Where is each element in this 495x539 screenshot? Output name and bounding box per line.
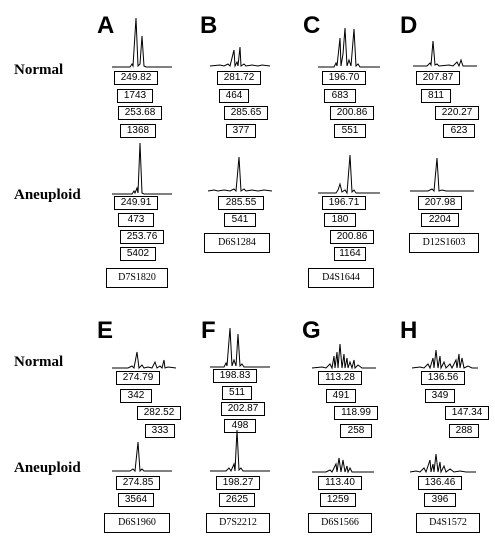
c-normal-height-1: 683 <box>324 89 356 103</box>
a-normal-size-2: 253.68 <box>118 106 162 120</box>
b-aneuploid-height-1: 541 <box>224 213 256 227</box>
h-normal-height-2: 288 <box>449 424 479 438</box>
trace-d-normal <box>413 40 477 68</box>
e-aneuploid-height-1: 3564 <box>118 493 154 507</box>
trace-b-normal <box>209 46 271 68</box>
panel-letter-d: D <box>400 12 418 39</box>
c-normal-size-2: 200.86 <box>330 106 374 120</box>
d-aneuploid-height-1: 2204 <box>421 213 459 227</box>
d-normal-size-2: 220.27 <box>435 106 479 120</box>
trace-e-aneuploid <box>112 441 172 473</box>
marker-label-b: D6S1284 <box>204 233 270 253</box>
a-aneuploid-size-2: 253.76 <box>120 230 164 244</box>
trace-g-normal <box>311 343 376 370</box>
trace-g-aneuploid <box>312 457 374 474</box>
marker-label-d: D12S1603 <box>409 233 479 253</box>
c-normal-size-1: 196.70 <box>322 71 366 85</box>
marker-label-h: D4S1572 <box>416 513 480 533</box>
trace-b-aneuploid <box>207 156 273 193</box>
panel-letter-g: G <box>302 317 321 344</box>
panel-letter-f: F <box>201 317 216 344</box>
e-normal-size-1: 274.79 <box>116 371 160 385</box>
marker-label-a: D7S1820 <box>106 268 168 288</box>
b-normal-height-2: 377 <box>226 124 256 138</box>
h-normal-height-1: 349 <box>425 389 455 403</box>
h-normal-size-1: 136.56 <box>421 371 465 385</box>
g-normal-size-2: 118.99 <box>334 406 378 420</box>
trace-d-aneuploid <box>410 157 474 193</box>
panel-letter-b: B <box>200 12 218 39</box>
trace-f-normal <box>210 327 270 368</box>
a-aneuploid-size-1: 249.91 <box>114 196 158 210</box>
h-aneuploid-size-1: 136.46 <box>418 476 462 490</box>
trace-a-aneuploid <box>112 142 172 195</box>
a-normal-height-1: 1743 <box>117 89 153 103</box>
d-normal-height-1: 811 <box>421 89 451 103</box>
a-aneuploid-height-2: 5402 <box>120 247 156 261</box>
a-normal-height-2: 1368 <box>120 124 156 138</box>
trace-e-normal <box>112 351 177 370</box>
trace-c-normal <box>318 27 380 68</box>
marker-label-c: D4S1644 <box>308 268 374 288</box>
d-normal-size-1: 207.87 <box>416 71 460 85</box>
e-normal-height-2: 333 <box>145 424 175 438</box>
trace-f-aneuploid <box>210 429 270 473</box>
c-normal-height-2: 551 <box>334 124 366 138</box>
trace-a-normal <box>112 17 172 68</box>
c-aneuploid-size-1: 196.71 <box>322 196 366 210</box>
g-normal-height-1: 491 <box>326 389 356 403</box>
a-normal-size-1: 249.82 <box>114 71 158 85</box>
trace-h-aneuploid <box>409 453 476 474</box>
b-aneuploid-size-1: 285.55 <box>218 196 264 210</box>
g-normal-height-2: 258 <box>340 424 372 438</box>
g-aneuploid-height-1: 1259 <box>320 493 356 507</box>
panel-letter-a: A <box>97 12 115 39</box>
panel-letter-c: C <box>303 12 321 39</box>
trace-c-aneuploid <box>318 154 380 195</box>
c-aneuploid-height-2: 1164 <box>334 247 366 261</box>
panel-letter-h: H <box>400 317 418 344</box>
g-aneuploid-size-1: 113.40 <box>318 476 362 490</box>
panel-letter-e: E <box>97 317 114 344</box>
d-normal-height-2: 623 <box>443 124 475 138</box>
marker-label-g: D6S1566 <box>308 513 372 533</box>
trace-h-normal <box>411 349 478 370</box>
f-normal-size-1: 198.83 <box>213 369 257 383</box>
d-aneuploid-size-1: 207.98 <box>418 196 462 210</box>
g-normal-size-1: 113.28 <box>318 371 362 385</box>
row-label-aneuploid-bottom: Aneuploid <box>14 460 81 476</box>
f-aneuploid-size-1: 198.27 <box>216 476 260 490</box>
f-normal-height-1: 511 <box>222 386 252 400</box>
marker-label-e: D6S1960 <box>104 513 170 533</box>
row-label-normal-bottom: Normal <box>14 354 64 370</box>
marker-label-f: D7S2212 <box>206 513 270 533</box>
c-aneuploid-height-1: 180 <box>324 213 356 227</box>
b-normal-height-1: 464 <box>219 89 249 103</box>
c-aneuploid-size-2: 200.86 <box>330 230 374 244</box>
f-aneuploid-height-1: 2625 <box>219 493 255 507</box>
row-label-normal-top: Normal <box>14 62 64 78</box>
b-normal-size-1: 281.72 <box>217 71 261 85</box>
e-normal-height-1: 342 <box>120 389 152 403</box>
e-aneuploid-size-1: 274.85 <box>116 476 160 490</box>
h-normal-size-2: 147.34 <box>445 406 489 420</box>
row-label-aneuploid-top: Aneuploid <box>14 187 81 203</box>
a-aneuploid-height-1: 473 <box>118 213 154 227</box>
f-normal-size-2: 202.87 <box>221 402 265 416</box>
b-normal-size-2: 285.65 <box>224 106 268 120</box>
f-normal-height-2: 498 <box>224 419 256 433</box>
e-normal-size-2: 282.52 <box>137 406 181 420</box>
h-aneuploid-height-1: 396 <box>424 493 456 507</box>
